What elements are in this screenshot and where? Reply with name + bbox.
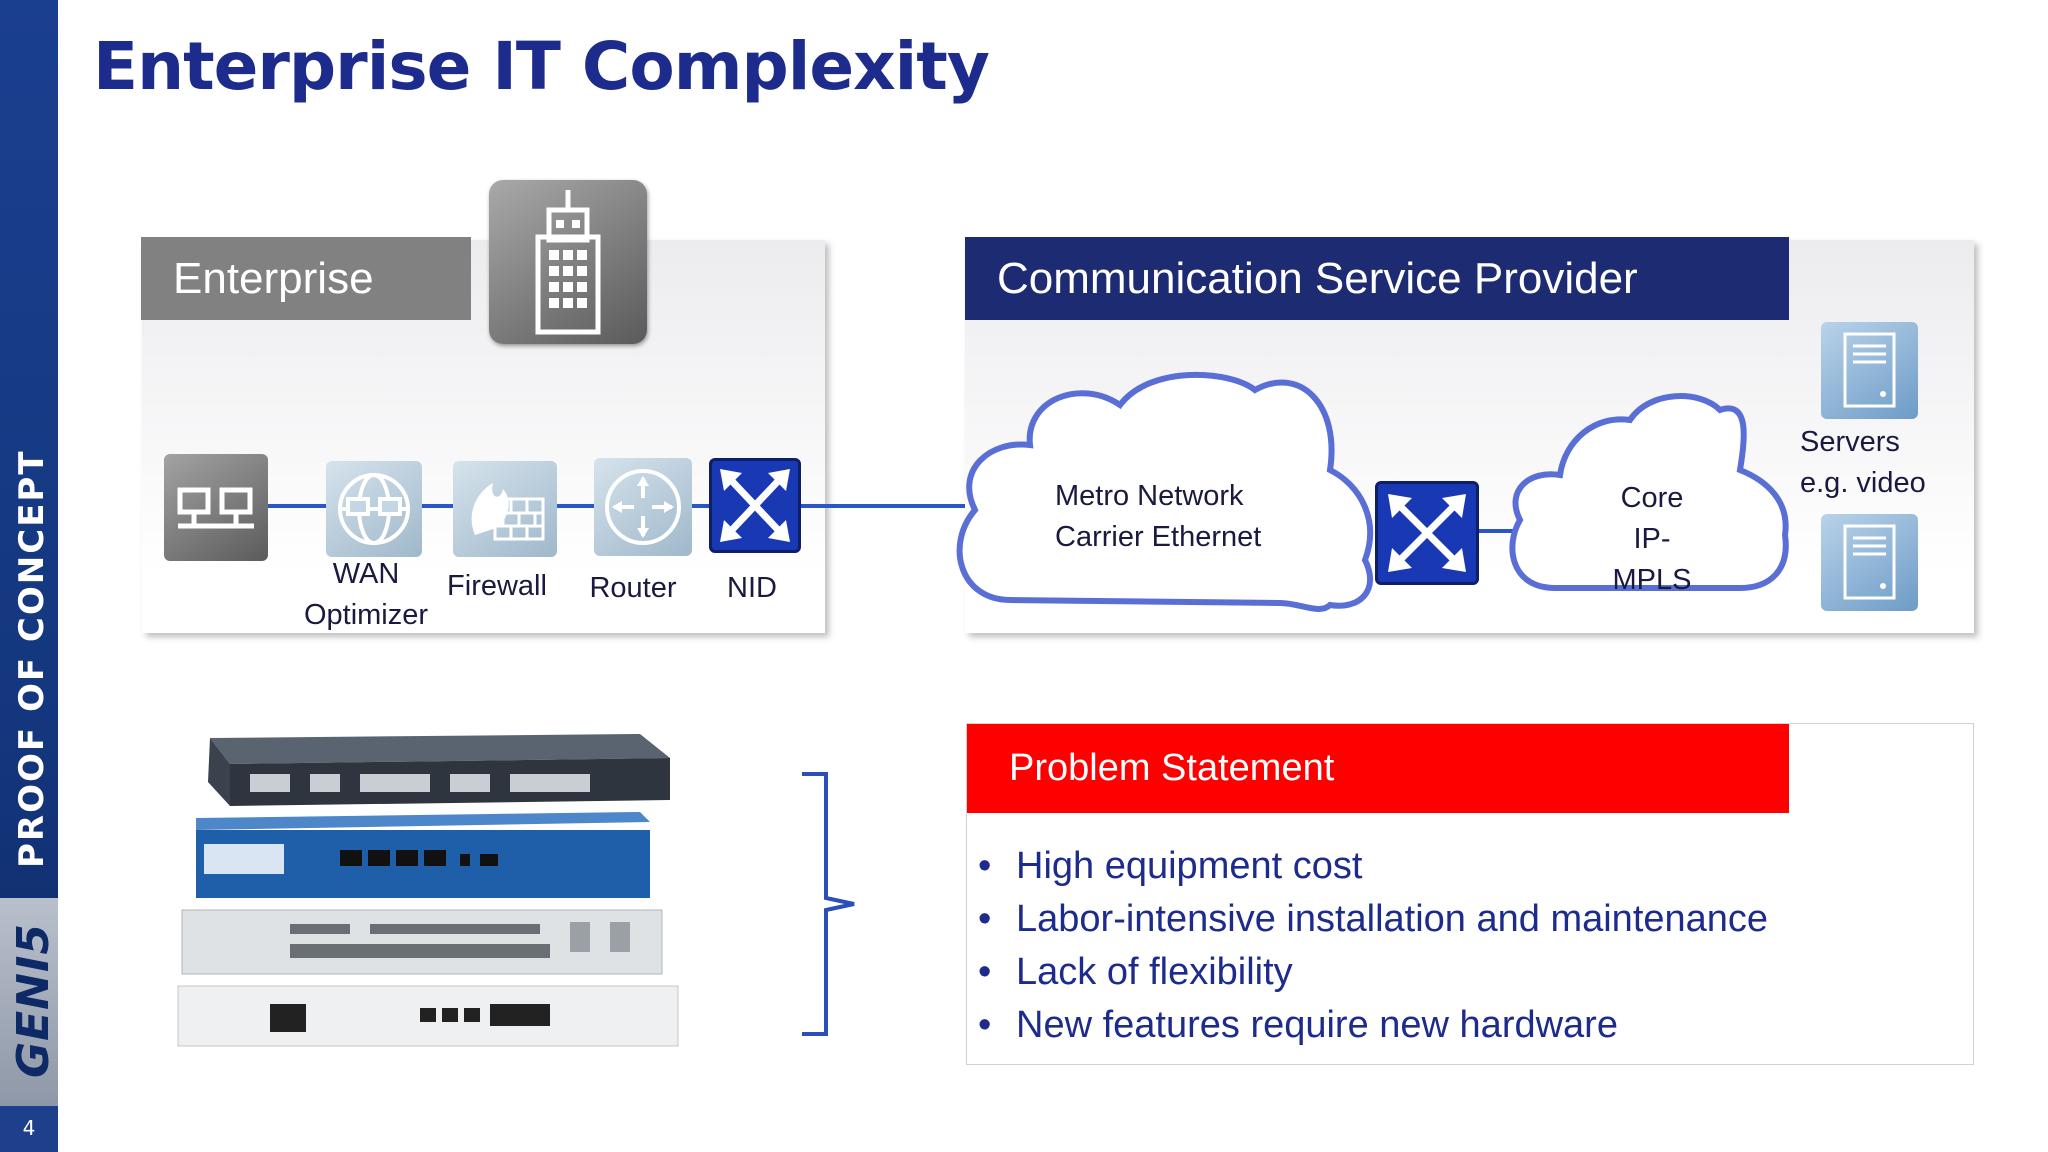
list-item: •New features require new hardware	[978, 1004, 1618, 1046]
nid-label: NID	[727, 572, 777, 604]
building-icon	[489, 180, 647, 344]
router-label: Router	[589, 572, 677, 604]
server-icon	[1821, 514, 1918, 611]
firewall-icon	[453, 461, 557, 557]
core-cloud-label: Core IP-MPLS	[1612, 482, 1692, 596]
metro-cloud	[956, 371, 1373, 612]
core-cloud	[1509, 393, 1789, 591]
wan-optimizer-label: WAN Optimizer	[303, 558, 429, 631]
problem-statement-header: Problem Statement	[967, 724, 1789, 813]
page-title: Enterprise IT Complexity	[93, 28, 990, 105]
logo-zone	[0, 898, 58, 1106]
bracket-icon	[802, 772, 855, 1036]
server-icon	[1821, 322, 1918, 419]
page-number: 4	[22, 1116, 36, 1140]
router-icon	[594, 458, 692, 556]
nid-switch-icon	[709, 458, 801, 553]
lan-icon	[164, 454, 268, 561]
metro-cloud-label: Metro Network Carrier Ethernet	[1055, 480, 1262, 553]
list-item: •High equipment cost	[978, 845, 1363, 887]
servers-label: Servers e.g. video	[1800, 426, 1926, 499]
carrier-switch-icon	[1375, 481, 1479, 585]
enterprise-header: Enterprise	[141, 237, 471, 320]
list-item: •Labor-intensive installation and mainte…	[978, 898, 1769, 940]
firewall-label: Firewall	[447, 570, 547, 602]
wan-optimizer-icon	[326, 461, 422, 557]
problem-list: •High equipment cost •Labor-intensive in…	[978, 840, 1768, 1052]
page-number-zone	[0, 1106, 58, 1152]
list-item: •Lack of flexibility	[978, 951, 1293, 993]
hardware-stack-image	[177, 734, 679, 1047]
csp-header: Communication Service Provider	[965, 237, 1789, 320]
